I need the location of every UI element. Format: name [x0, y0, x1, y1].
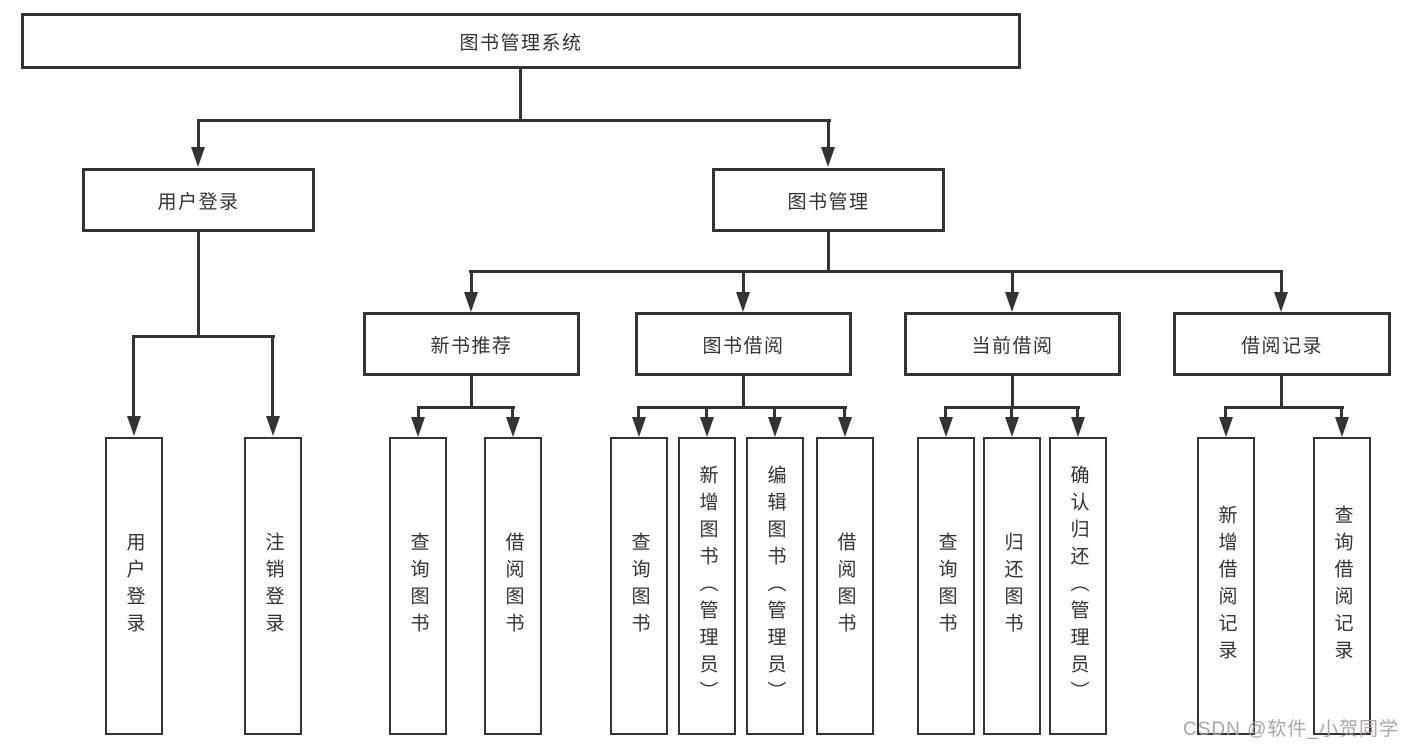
arrowhead-icon — [506, 417, 520, 437]
arrowhead-icon — [464, 292, 478, 312]
connector-line — [1224, 406, 1227, 420]
arrowhead-icon — [700, 417, 714, 437]
leaf-label: 借阅图书 — [834, 532, 856, 640]
node-book-borrowing: 图书借阅 — [635, 312, 852, 376]
arrowhead-icon — [266, 416, 280, 436]
connector-line — [417, 406, 420, 420]
arrowhead-icon — [127, 416, 141, 436]
connector-line — [511, 406, 514, 420]
arrowhead-icon — [1335, 417, 1349, 437]
connector-line — [197, 232, 200, 338]
connector-line — [417, 406, 515, 409]
leaf-query-borrow-record: 查询借阅记录 — [1313, 437, 1371, 735]
connector-line — [470, 376, 473, 409]
arrowhead-icon — [1274, 292, 1288, 312]
connector-line — [1224, 406, 1344, 409]
connector-line — [1011, 376, 1014, 409]
connector-line — [827, 119, 830, 149]
connector-line — [637, 406, 640, 420]
connector-line — [742, 376, 745, 409]
leaf-confirm-return-admin: 确认归还（管理员） — [1049, 437, 1107, 735]
arrowhead-icon — [821, 147, 835, 167]
connector-line — [843, 406, 846, 420]
connector-line — [519, 68, 522, 121]
node-current-borrowing: 当前借阅 — [904, 312, 1121, 376]
connector-line — [1076, 406, 1079, 420]
connector-line — [197, 119, 200, 149]
leaf-label: 注销登录 — [262, 532, 284, 640]
connector-line — [132, 335, 135, 419]
leaf-label: 确认归还（管理员） — [1067, 464, 1089, 708]
leaf-label: 查询图书 — [407, 532, 429, 640]
node-borrow-records: 借阅记录 — [1173, 312, 1391, 376]
connector-line — [1340, 406, 1343, 420]
arrowhead-icon — [1071, 417, 1085, 437]
arrowhead-icon — [1219, 417, 1233, 437]
connector-line — [1010, 406, 1013, 420]
arrowhead-icon — [411, 417, 425, 437]
node-label: 用户登录 — [157, 191, 240, 213]
arrowhead-icon — [939, 417, 953, 437]
arrowhead-icon — [632, 417, 646, 437]
watermark: CSDN @软件_小贺同学 — [1183, 719, 1399, 740]
connector-line — [470, 270, 473, 295]
leaf-query-books-current: 查询图书 — [917, 437, 975, 735]
leaf-return-books: 归还图书 — [983, 437, 1041, 735]
node-label: 图书管理 — [787, 191, 870, 213]
connector-line — [944, 406, 947, 420]
node-label: 当前借阅 — [971, 335, 1054, 357]
leaf-label: 查询图书 — [628, 532, 650, 640]
arrowhead-icon — [1005, 292, 1019, 312]
leaf-borrow-books-recommend: 借阅图书 — [484, 437, 542, 735]
node-library-management-system: 图书管理系统 — [21, 13, 1021, 69]
leaf-query-books-recommend: 查询图书 — [389, 437, 447, 735]
leaf-label: 归还图书 — [1001, 532, 1023, 640]
arrowhead-icon — [1005, 417, 1019, 437]
leaf-user-login: 用户登录 — [105, 437, 163, 735]
connector-line — [271, 335, 274, 419]
arrowhead-icon — [838, 417, 852, 437]
connector-line — [773, 406, 776, 420]
node-book-management: 图书管理 — [712, 168, 945, 232]
connector-line — [742, 270, 745, 295]
arrowhead-icon — [768, 417, 782, 437]
node-label: 图书借阅 — [702, 335, 785, 357]
leaf-logout: 注销登录 — [244, 437, 302, 735]
connector-line — [1280, 376, 1283, 409]
connector-line — [1280, 270, 1283, 295]
leaf-label: 借阅图书 — [502, 532, 524, 640]
leaf-borrow-books-borrowing: 借阅图书 — [816, 437, 874, 735]
leaf-label: 编辑图书（管理员） — [764, 464, 786, 708]
connector-line — [132, 335, 275, 338]
leaf-label: 查询图书 — [935, 532, 957, 640]
leaf-query-books-borrowing: 查询图书 — [610, 437, 668, 735]
node-user-login: 用户登录 — [82, 168, 315, 232]
connector-line — [1011, 270, 1014, 295]
node-label: 新书推荐 — [430, 335, 513, 357]
arrowhead-icon — [736, 292, 750, 312]
connector-line — [705, 406, 708, 420]
connector-line — [827, 232, 830, 273]
connector-line — [637, 406, 847, 409]
node-label: 借阅记录 — [1240, 335, 1323, 357]
leaf-edit-books-admin: 编辑图书（管理员） — [746, 437, 804, 735]
connector-line — [197, 119, 831, 122]
leaf-label: 新增图书（管理员） — [696, 464, 718, 708]
leaf-label: 查询借阅记录 — [1331, 505, 1353, 667]
connector-line — [469, 270, 1283, 273]
node-new-book-recommend: 新书推荐 — [363, 312, 580, 376]
leaf-add-books-admin: 新增图书（管理员） — [678, 437, 736, 735]
leaf-label: 新增借阅记录 — [1215, 505, 1237, 667]
leaf-label: 用户登录 — [123, 532, 145, 640]
arrowhead-icon — [191, 147, 205, 167]
node-label: 图书管理系统 — [459, 32, 583, 54]
leaf-add-borrow-record: 新增借阅记录 — [1197, 437, 1255, 735]
